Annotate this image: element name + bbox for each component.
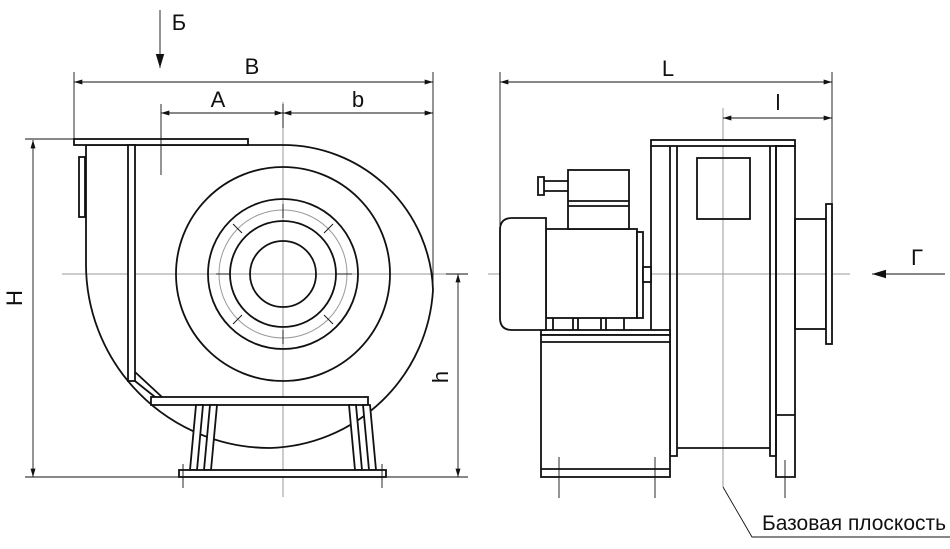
support-top-plate [150,396,369,406]
view-g-label: Г [911,245,923,270]
dimension-b-label: b [352,87,364,112]
support-base-plate [178,469,387,478]
motor-flange [636,231,644,319]
dimension-B-label: B [245,54,260,79]
base-plane-leader [722,486,950,538]
motor-fan-cover [499,217,547,331]
motor-stand [540,334,671,478]
support-leg-left [189,404,218,471]
dimension-L-label: L [662,56,674,81]
terminal-box [567,169,630,230]
dimension-l-label: l [776,90,781,115]
inspection-window [696,157,751,220]
extension-lines [25,72,468,478]
dimension-A-label: A [211,87,226,112]
terminal-box-lines [568,200,629,207]
side-view: L l Г Базовая плоскость [488,56,950,538]
bolt-marks [216,204,352,344]
casing-right-panel [775,145,796,478]
scroll-housing [85,144,434,449]
side-extension-ticks [558,457,786,498]
support-leg-right [348,404,377,471]
inlet-outer-circle [175,166,391,382]
brace [134,371,163,398]
vertical-plate [127,144,136,382]
motor-feet [552,317,625,330]
flange-circle [207,198,359,350]
cable-gland [537,176,568,196]
base-plane-label: Базовая плоскость [762,512,946,535]
dimension-h-label: h [428,371,453,383]
casing-top-plate [650,139,796,147]
dimension-H-label: H [2,290,27,306]
inlet-circle [249,240,317,308]
motor-shaft [642,266,652,283]
side-plate [78,156,86,218]
inlet-flange [825,203,833,345]
side-extension-lines [499,72,833,225]
view-b-label: Б [172,10,186,35]
front-view: B A b H h Б [2,10,468,497]
motor-body [545,228,638,319]
stand-lines [541,341,670,470]
